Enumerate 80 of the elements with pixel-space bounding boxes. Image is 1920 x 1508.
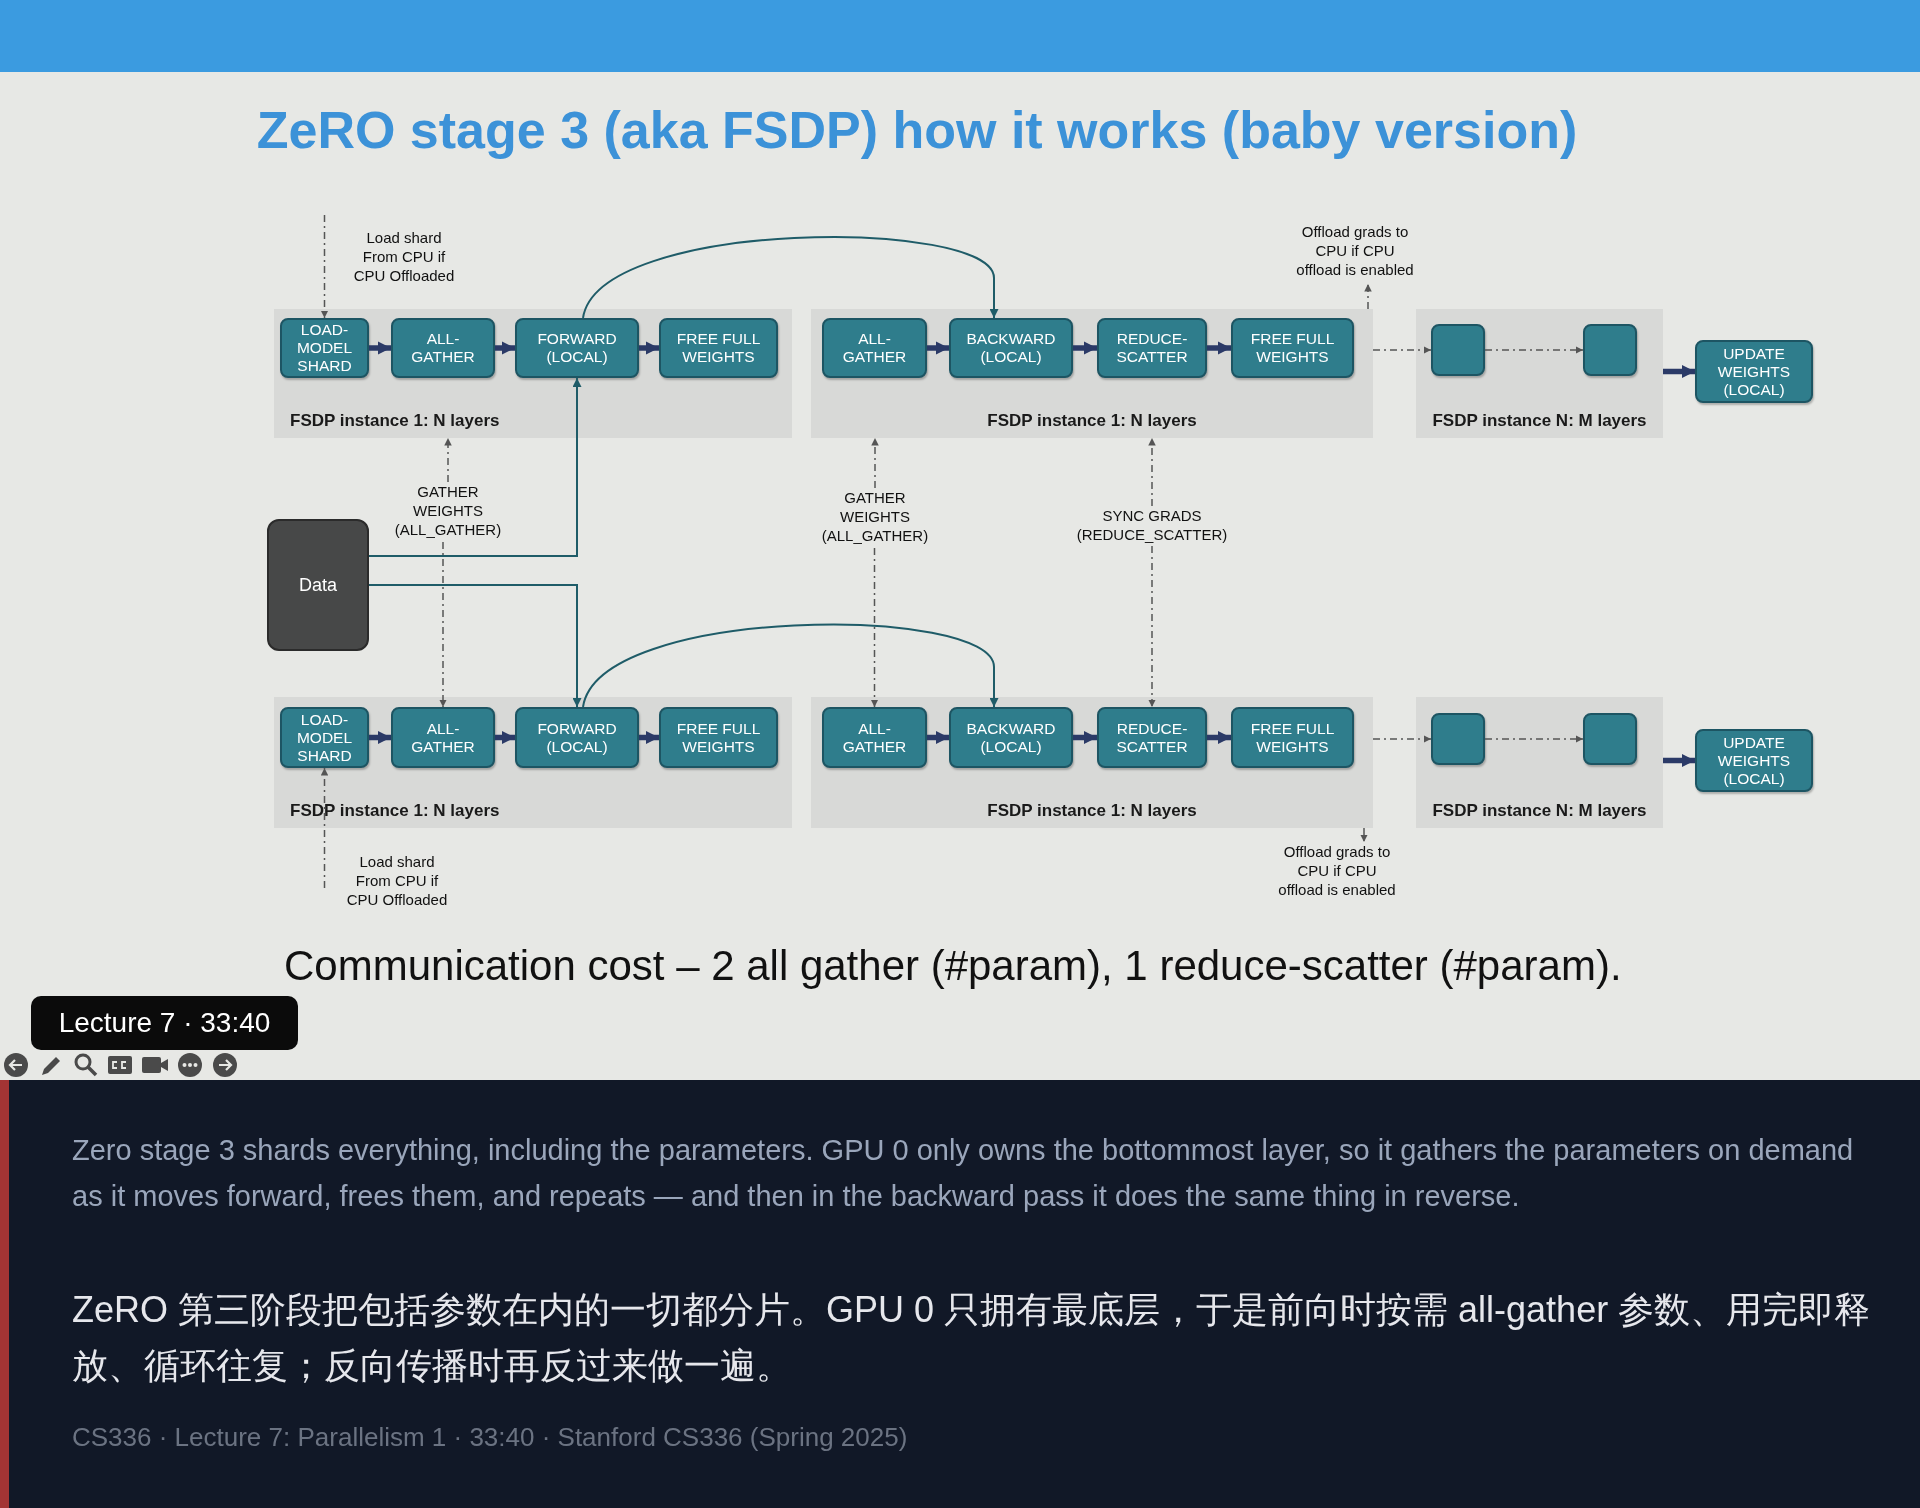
- group-panel: [1416, 309, 1663, 438]
- arrow: [871, 437, 879, 489]
- process-box: FREE FULL WEIGHTS: [1231, 318, 1354, 378]
- process-box: [1583, 324, 1637, 376]
- process-box: LOAD-MODEL SHARD: [280, 318, 369, 378]
- group-panel: [274, 309, 792, 438]
- footer-text: CS336 · Lecture 7: Parallelism 1 · 33:40 · Stanford CS336 (Spring 2025): [72, 1422, 908, 1453]
- process-box: ALL-GATHER: [391, 318, 495, 378]
- arrow: [1148, 545, 1156, 708]
- process-box: ALL-GATHER: [391, 707, 495, 768]
- arrow: [1073, 730, 1097, 745]
- group-panel: [274, 697, 792, 828]
- arrow: [369, 341, 391, 355]
- process-box: REDUCE-SCATTER: [1097, 318, 1207, 378]
- group-label: FSDP instance 1: N layers: [290, 411, 500, 431]
- process-box: BACKWARD (LOCAL): [949, 318, 1073, 378]
- arrow: [1360, 827, 1368, 843]
- arrow: [1364, 283, 1372, 310]
- group-label: FSDP instance N: M layers: [1431, 411, 1648, 431]
- process-box: BACKWARD (LOCAL): [949, 707, 1073, 768]
- arrow: [1484, 346, 1584, 354]
- group-panel: [1416, 697, 1663, 828]
- arrow: [639, 341, 659, 355]
- arrow: [439, 541, 447, 708]
- annotation-text: GATHER WEIGHTS (ALL_GATHER): [820, 488, 930, 548]
- arrow: [927, 341, 949, 355]
- arrow: [369, 730, 391, 745]
- annotation-text: Offload grads to CPU if CPU offload is enabled: [1274, 842, 1400, 904]
- timestamp-badge: Lecture 7 · 33:40: [31, 996, 298, 1050]
- annotation-text: Offload grads to CPU if CPU offload is enabled: [1292, 222, 1418, 284]
- arrow: [1073, 341, 1097, 355]
- arrow: [639, 730, 659, 745]
- data-block: Data: [267, 519, 369, 651]
- arrow: [495, 730, 515, 745]
- arrow: [1207, 730, 1231, 745]
- arrow: [444, 437, 452, 483]
- arrow: [1484, 735, 1584, 743]
- arrow: [368, 377, 582, 557]
- process-box: [1431, 713, 1485, 765]
- caption-text: Zero stage 3 shards everything, including the parameters. GPU 0 only owns the bottommost layer, so it gathers the parameters on demand as it moves forward, frees them, and repeats — and then in the backward pass it does the same thing in reverse.: [72, 1133, 1855, 1214]
- annotation-text: Load shard From CPU if CPU Offloaded: [352, 228, 456, 285]
- curved-arrow: [582, 623, 999, 708]
- process-box: UPDATE WEIGHTS (LOCAL): [1695, 729, 1813, 792]
- process-box: UPDATE WEIGHTS (LOCAL): [1695, 340, 1813, 403]
- group-panel: [811, 697, 1373, 828]
- arrow: [1148, 437, 1156, 507]
- arrow: [927, 730, 949, 745]
- group-label: FSDP instance 1: N layers: [290, 801, 500, 821]
- process-box: FORWARD (LOCAL): [515, 707, 639, 768]
- group-panel: [811, 309, 1373, 438]
- process-box: ALL-GATHER: [822, 318, 927, 378]
- slide-title: ZeRO stage 3 (aka FSDP) how it works (baby version): [255, 100, 1579, 161]
- curved-arrow: [582, 236, 999, 319]
- arrow: [1663, 753, 1695, 768]
- group-label: FSDP instance 1: N layers: [986, 411, 1198, 431]
- arrow: [1663, 364, 1695, 379]
- caption-text: ZeRO 第三阶段把包括参数在内的一切都分片。GPU 0 只拥有最底层，于是前向时按需 all-gather 参数、用完即释放、循环往复；反向传播时再反过来做一遍。: [72, 1288, 1872, 1388]
- arrow: [320, 767, 329, 889]
- process-box: LOAD-MODEL SHARD: [280, 707, 369, 768]
- arrow: [320, 214, 329, 319]
- process-box: [1431, 324, 1485, 376]
- arrow: [870, 547, 879, 708]
- process-box: [1583, 713, 1637, 765]
- arrow: [1372, 346, 1432, 354]
- group-label: FSDP instance N: M layers: [1431, 801, 1648, 821]
- cost-note: Communication cost – 2 all gather (#param), 1 reduce-scatter (#param).: [284, 941, 1622, 991]
- process-box: ALL-GATHER: [822, 707, 927, 768]
- annotation-text: Load shard From CPU if CPU Offloaded: [345, 852, 449, 909]
- process-box: REDUCE-SCATTER: [1097, 707, 1207, 768]
- process-box: FORWARD (LOCAL): [515, 318, 639, 378]
- group-label: FSDP instance 1: N layers: [986, 801, 1198, 821]
- process-box: FREE FULL WEIGHTS: [659, 318, 778, 378]
- process-box: FREE FULL WEIGHTS: [659, 707, 778, 768]
- arrow: [1372, 735, 1432, 743]
- process-box: FREE FULL WEIGHTS: [1231, 707, 1354, 768]
- arrow: [368, 584, 582, 708]
- annotation-text: SYNC GRADS (REDUCE_SCATTER): [1062, 506, 1242, 546]
- arrow: [495, 341, 515, 355]
- annotation-text: GATHER WEIGHTS (ALL_GATHER): [393, 482, 503, 542]
- arrow: [1207, 341, 1231, 355]
